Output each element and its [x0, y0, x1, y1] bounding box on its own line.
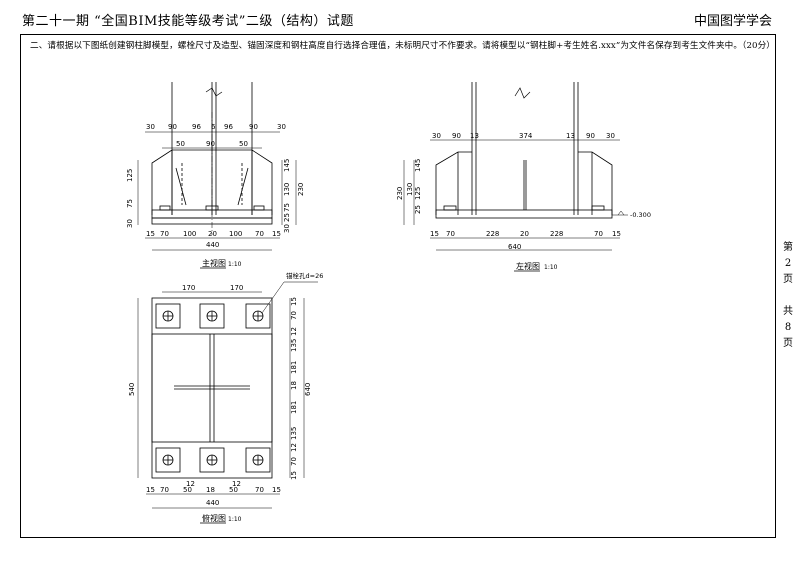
plan-bottom-dim-2: 70	[160, 486, 169, 494]
front-right-dim-4: 75	[283, 203, 291, 212]
plan-right-dim-5: 181	[290, 361, 298, 374]
plan-right-dim-10: 70	[290, 457, 298, 466]
plan-right-dim-3: 12	[290, 327, 298, 336]
exam-title: 第二十一期 “全国BIM技能等级考试”二级（结构）试题	[22, 14, 354, 29]
front-second-dim-2: 90	[206, 140, 215, 148]
front-top-dim-3: 96	[192, 123, 201, 131]
side-left-dim-1: 145	[414, 159, 422, 172]
total-char-1: 共	[783, 306, 793, 317]
organization-name: 中国图学学会	[693, 14, 772, 29]
page-char-1: 第	[783, 242, 793, 253]
front-bottom-dim-2: 70	[160, 230, 169, 238]
plan-right-dim-11: 15	[290, 471, 298, 480]
plan-bottom-dim-3: 50	[183, 486, 192, 494]
plan-right-dim-1: 15	[290, 297, 298, 306]
side-bottom-dim-5: 228	[550, 230, 563, 238]
plan-left-dim: 540	[128, 383, 136, 396]
plan-right-dim-8: 135	[290, 427, 298, 440]
front-top-dim-2: 90	[168, 123, 177, 131]
page-indicator: 第 2 页 共 8 页	[778, 240, 798, 352]
side-bottom-dim-1: 15	[430, 230, 439, 238]
front-top-dim-7: 30	[277, 123, 286, 131]
page-char-2: 2	[784, 258, 792, 269]
drawing-frame	[20, 34, 776, 538]
front-second-dim-1: 50	[176, 140, 185, 148]
front-right-dim-2: 130	[283, 183, 291, 196]
question-text: 二、请根据以下图纸创建钢柱脚模型，螺栓尺寸及造型、锚固深度和钢柱高度自行选择合理…	[30, 41, 775, 51]
front-top-dim-1: 30	[146, 123, 155, 131]
side-left-dim-2: 230	[396, 187, 404, 200]
plan-right-dim-2: 70	[290, 311, 298, 320]
front-right-dim-6: 30	[283, 224, 291, 233]
anchor-hole-grid	[155, 303, 271, 473]
plan-view-scale: 1:10	[228, 516, 242, 523]
page-header: 第二十一期 “全国BIM技能等级考试”二级（结构）试题 中国图学学会	[0, 0, 800, 34]
side-top-dim-5: 13	[566, 132, 575, 140]
front-right-dim-1: 145	[283, 159, 291, 172]
plan-right-dim-9: 12	[290, 443, 298, 452]
side-top-dim-6: 90	[586, 132, 595, 140]
front-bottom-dim-6: 70	[255, 230, 264, 238]
front-bottom-dim-4: 20	[208, 230, 217, 238]
plan-bottom-dim-5: 50	[229, 486, 238, 494]
side-bottom-dim-6: 70	[594, 230, 603, 238]
side-elevation: -0.300	[630, 211, 651, 219]
front-left-dim-2: 75	[126, 199, 134, 208]
side-top-dim-2: 90	[452, 132, 461, 140]
front-top-dim-4: 6	[211, 123, 216, 131]
side-left-dim-3: 130	[406, 183, 414, 196]
side-top-dim-1: 30	[432, 132, 441, 140]
plan-view-title: 俯视图	[202, 513, 226, 523]
front-bottom-dim-7: 15	[272, 230, 281, 238]
front-left-dim-1: 125	[126, 169, 134, 182]
front-total-width: 440	[206, 241, 219, 249]
plan-hole-note: 锚栓孔d=26	[286, 271, 323, 280]
front-top-dim-5: 96	[224, 123, 233, 131]
total-char-3: 页	[783, 338, 793, 349]
front-left-dim-3: 30	[126, 219, 134, 228]
side-bottom-dim-7: 15	[612, 230, 621, 238]
plan-view	[137, 281, 318, 524]
side-bottom-dim-4: 20	[520, 230, 529, 238]
plan-right-dim-7: 181	[290, 401, 298, 414]
plan-bottom-small-1: 12	[186, 480, 195, 488]
plan-right-total: 640	[304, 383, 312, 396]
side-left-dim-5: 25	[414, 205, 422, 214]
side-top-dim-4: 374	[519, 132, 533, 140]
plan-total-width: 440	[206, 499, 219, 507]
page-char-3: 页	[783, 274, 793, 285]
front-second-dim-3: 50	[239, 140, 248, 148]
side-view	[403, 82, 628, 272]
front-view-scale: 1:10	[228, 261, 242, 268]
side-view-title: 左视图	[516, 261, 540, 271]
front-bottom-dim-1: 15	[146, 230, 155, 238]
plan-bottom-dim-4: 18	[206, 486, 215, 494]
plan-bottom-dim-1: 15	[146, 486, 155, 494]
front-bottom-dim-5: 100	[229, 230, 242, 238]
plan-right-dim-6: 18	[290, 381, 298, 390]
front-right-dim-3: 230	[297, 183, 305, 196]
side-bottom-dim-2: 70	[446, 230, 455, 238]
front-top-dim-6: 90	[249, 123, 258, 131]
plan-bottom-dim-7: 15	[272, 486, 281, 494]
plan-top-dim-2: 170	[230, 284, 243, 292]
side-view-scale: 1:10	[544, 264, 558, 271]
front-view	[137, 82, 297, 269]
plan-right-dim-4: 135	[290, 339, 298, 352]
plan-bottom-dim-6: 70	[255, 486, 264, 494]
plan-bottom-small-2: 12	[232, 480, 241, 488]
side-left-dim-4: 125	[414, 187, 422, 200]
total-char-2: 8	[784, 322, 792, 333]
side-top-dim-3: 13	[470, 132, 479, 140]
front-bottom-dim-3: 100	[183, 230, 196, 238]
front-right-dim-5: 25	[283, 213, 291, 222]
front-view-title: 主视图	[202, 258, 226, 268]
side-top-dim-7: 30	[606, 132, 615, 140]
side-total-width: 640	[508, 243, 521, 251]
plan-top-dim-1: 170	[182, 284, 195, 292]
side-bottom-dim-3: 228	[486, 230, 499, 238]
